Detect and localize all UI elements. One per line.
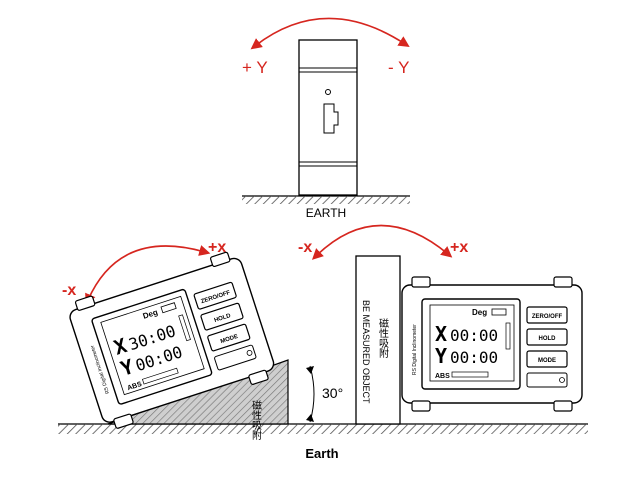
- right-mode-button-label: MODE: [538, 358, 556, 364]
- plus-y-label: + Y: [242, 58, 268, 77]
- upright-device: [298, 39, 358, 196]
- right-zero-button[interactable]: [526, 306, 568, 324]
- right-level-bar: [451, 371, 489, 378]
- top-ground-label: EARTH: [306, 206, 346, 220]
- right-battery-icon: [491, 308, 507, 316]
- right-device: Deg X 00:00 Y 00:00 ABS RS Digital Incli…: [401, 276, 583, 412]
- left-zero-button[interactable]: [193, 281, 237, 310]
- right-plus-x-label: +x: [450, 239, 468, 256]
- left-scene: -x +x 磁性吸附 30° Deg X 30:00 Y 00:00 ABS R…: [62, 239, 343, 441]
- left-unit-label: Deg: [142, 308, 159, 321]
- left-hold-button-label: HOLD: [214, 313, 233, 324]
- angle-label: 30°: [322, 385, 343, 401]
- right-x-letter: X: [435, 322, 447, 346]
- right-button-group: ZERO/OFF HOLD MODE: [526, 306, 568, 388]
- left-minus-x-label: -x: [62, 282, 76, 299]
- bottom-ground-label: Earth: [305, 446, 338, 461]
- right-y-value: 00:00: [450, 348, 498, 367]
- top-ground-hatch: [242, 196, 410, 204]
- right-brand-text: RS Digital Inclinometer: [412, 324, 418, 375]
- measured-object-label: BE MEASURED OBJECT: [361, 300, 371, 404]
- rotation-arrow-x-right: [311, 224, 453, 260]
- left-level-bar: [141, 367, 179, 385]
- left-abs-label: ABS: [127, 381, 144, 392]
- right-hold-button-label: HOLD: [539, 336, 557, 342]
- rotation-arrow-x-left: [85, 245, 211, 306]
- minus-y-label: - Y: [388, 58, 409, 77]
- left-slot: [214, 344, 257, 371]
- left-battery-icon: [160, 302, 177, 314]
- right-zero-button-label: ZERO/OFF: [532, 314, 563, 320]
- right-minus-x-label: -x: [298, 239, 312, 256]
- right-mode-button[interactable]: [526, 350, 568, 368]
- left-button-group: ZERO/OFF HOLD MODE: [193, 281, 257, 371]
- left-vertical-bar: [178, 314, 191, 342]
- right-abs-label: ABS: [435, 373, 450, 380]
- left-mode-button-label: MODE: [220, 334, 239, 345]
- left-device: Deg X 30:00 Y 00:00 ABS RS Digital Incli…: [64, 248, 279, 433]
- right-hold-button[interactable]: [526, 328, 568, 346]
- top-scene: + Y - Y EARTH: [242, 17, 410, 220]
- right-x-value: 00:00: [450, 326, 498, 345]
- rotation-arrow-y: [250, 17, 410, 50]
- right-vertical-bar: [505, 322, 511, 350]
- left-hold-button[interactable]: [200, 302, 244, 331]
- left-plus-x-label: +x: [208, 239, 226, 256]
- right-unit-label: Deg: [472, 308, 487, 317]
- measured-object: [355, 255, 401, 425]
- right-y-letter: Y: [435, 344, 447, 368]
- left-mode-button[interactable]: [207, 323, 251, 352]
- wedge-text: 磁性吸附: [250, 399, 262, 441]
- right-slot: [526, 372, 568, 388]
- right-scene: -x +x BE MEASURED OBJECT 磁性吸附 Deg X 00:0…: [298, 224, 583, 425]
- bottom-ground: Earth: [58, 423, 588, 461]
- measured-object-text: 磁性吸附: [377, 317, 389, 359]
